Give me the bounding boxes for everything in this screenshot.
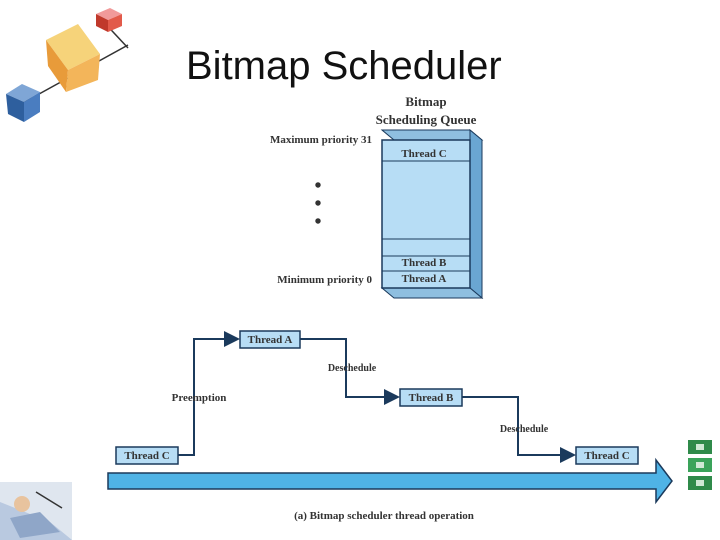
clipart-books-icon [688, 440, 712, 490]
queue-header-line2: Scheduling Queue [376, 112, 477, 127]
queue-bottom-face [380, 287, 484, 299]
queue-slot-thread-a: Thread A [402, 273, 447, 285]
thread-c-end-box [575, 446, 639, 465]
thread-a-box [239, 330, 301, 349]
thread-a-label: Thread A [248, 334, 293, 346]
queue-header-line1: Bitmap [405, 94, 446, 109]
deschedule-label-1: Deschedule [328, 363, 377, 374]
thread-c-start-label: Thread C [124, 450, 169, 462]
thread-c-start-box [115, 446, 179, 465]
max-priority-label: Maximum priority 31 [270, 134, 372, 146]
queue-slot-thread-b: Thread B [402, 257, 447, 269]
connector-b-to-c [462, 396, 576, 463]
time-arrow [107, 457, 673, 505]
queue-box [381, 139, 471, 289]
slide-title: Bitmap Scheduler [186, 44, 502, 88]
clipart-cubes-icon [6, 8, 129, 122]
diagram-caption: (a) Bitmap scheduler thread operation [294, 510, 474, 522]
thread-c-end-label: Thread C [584, 450, 629, 462]
thread-b-box [399, 388, 463, 407]
thread-b-label: Thread B [409, 392, 454, 404]
connector-c-to-a [178, 331, 240, 456]
min-priority-label: Minimum priority 0 [277, 274, 372, 286]
clipart-figure-icon [0, 482, 72, 540]
preemption-label: Preemption [172, 392, 227, 404]
svg-text:•: • [314, 211, 321, 233]
svg-text:•: • [314, 193, 321, 215]
queue-slot-thread-c: Thread C [401, 148, 446, 160]
svg-text:•: • [314, 175, 321, 197]
queue-top-face [380, 129, 484, 141]
queue-side-face [469, 128, 483, 300]
priority-ellipsis: • • • [314, 175, 321, 233]
deschedule-label-2: Deschedule [500, 424, 549, 435]
connector-a-to-b [300, 338, 400, 405]
